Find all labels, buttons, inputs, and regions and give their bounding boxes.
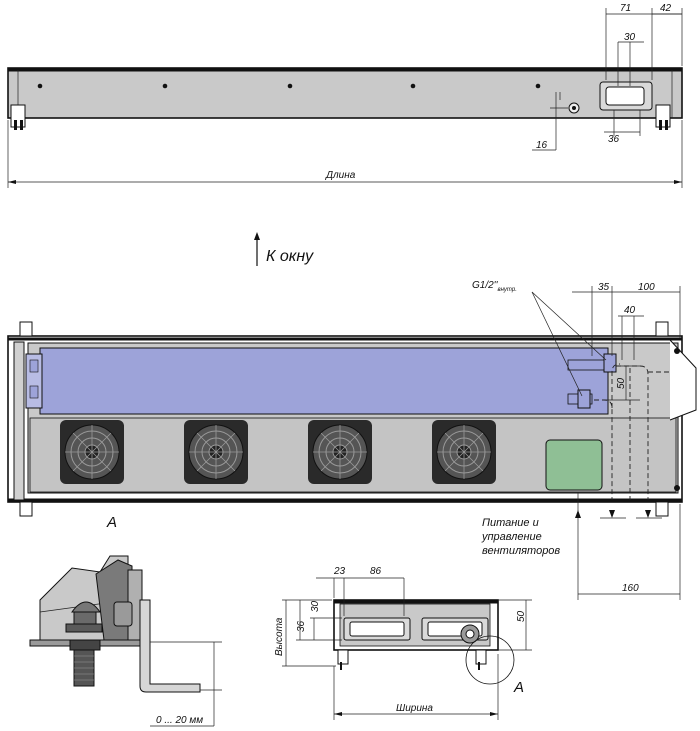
fan-1 <box>60 420 124 484</box>
power-note-2: управление <box>481 531 542 543</box>
dim-36-section: 36 <box>296 620 307 632</box>
section-view: А 23 86 Высота 36 30 50 Ширина <box>274 566 532 720</box>
direction-label: К окну <box>266 248 314 265</box>
plan-view: А G1/2''внутр. 35 100 40 50 160 <box>7 280 697 600</box>
dim-100: 100 <box>638 282 655 293</box>
pipe-label-sub: внутр. <box>498 287 517 293</box>
dim-71: 71 <box>620 3 631 14</box>
dim-35: 35 <box>598 282 610 293</box>
dim-86: 86 <box>370 566 382 577</box>
dim-30-section: 30 <box>310 600 321 612</box>
fan-4 <box>432 420 496 484</box>
width-label: Ширина <box>396 703 433 714</box>
dim-40: 40 <box>624 305 636 316</box>
dim-16: 16 <box>536 140 548 151</box>
dim-50-plan: 50 <box>616 377 627 389</box>
fan-3 <box>308 420 372 484</box>
direction-arrow: К окну <box>254 232 314 266</box>
heat-exchanger <box>39 347 609 415</box>
side-view: 71 42 30 36 16 Длина <box>7 3 683 188</box>
dim-23: 23 <box>333 566 346 577</box>
dim-50-section: 50 <box>516 610 527 622</box>
pipe-label: G1/2''внутр. <box>472 280 517 293</box>
length-label: Длина <box>325 170 356 181</box>
section-marker: А <box>106 514 117 531</box>
fan-2 <box>184 420 248 484</box>
power-note-1: Питание и <box>482 517 539 529</box>
range-label: 0 ... 20 мм <box>156 715 203 726</box>
dim-42: 42 <box>660 3 672 14</box>
height-label: Высота <box>274 617 285 656</box>
detail-view-a: 0 ... 20 мм <box>29 555 222 727</box>
dim-36-top: 36 <box>608 134 620 145</box>
power-note-3: вентиляторов <box>482 545 560 557</box>
pipe-label-main: G1/2'' <box>472 280 499 291</box>
dim-160: 160 <box>622 583 639 594</box>
detail-marker: А <box>513 679 524 696</box>
dim-30-top: 30 <box>624 32 636 43</box>
control-box <box>545 439 603 491</box>
